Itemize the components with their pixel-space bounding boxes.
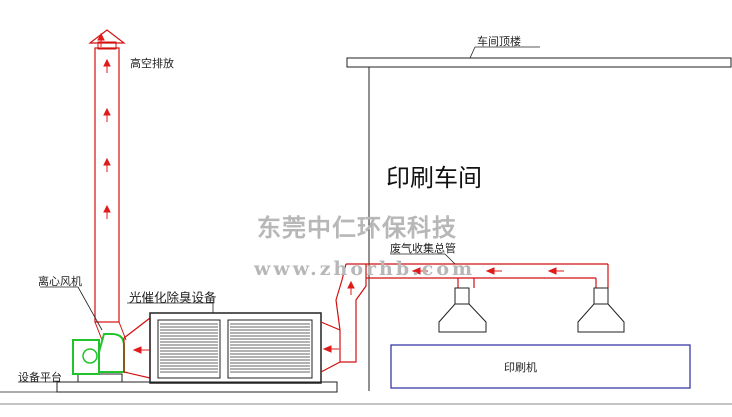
- stack-rain-cap: [88, 29, 126, 44]
- label-centrifugal-fan: 离心风机: [38, 275, 82, 288]
- printing-machine: [390, 344, 691, 389]
- unit-panel-left: [157, 319, 221, 379]
- flow-arrow: [411, 267, 428, 275]
- label-photocatalytic-equipment: 光催化除臭设备: [129, 290, 217, 305]
- stack-cap: [97, 41, 117, 50]
- roof-slab: [346, 57, 732, 68]
- unit-outlet-cone: [320, 321, 341, 373]
- fan-wheel: [82, 348, 98, 364]
- fan-base: [77, 373, 123, 383]
- flow-arrow: [103, 204, 111, 219]
- stack-to-fan: [94, 321, 103, 341]
- branch-pipe-1: [454, 287, 470, 305]
- roof-leader-tick: [469, 46, 476, 59]
- label-equipment-platform: 设备平台: [18, 371, 62, 384]
- collection-hood-1: [438, 303, 487, 333]
- label-printing-machine: 印刷机: [504, 361, 537, 374]
- label-printing-workshop: 印刷车间: [386, 164, 482, 192]
- unit-panel-right: [227, 319, 313, 379]
- flow-arrow: [547, 267, 564, 275]
- flow-arrow: [103, 107, 111, 122]
- riser-duct: [335, 263, 367, 363]
- photocatalytic-unit: [149, 312, 322, 384]
- unit-inlet-hood: [123, 316, 151, 379]
- flow-arrow: [132, 346, 149, 354]
- label-waste-gas-main-pipe: 废气收集总管: [390, 242, 456, 255]
- flow-arrow: [103, 58, 111, 73]
- collection-hood-2: [577, 303, 625, 333]
- pipe-label-leader-drop: [444, 253, 456, 265]
- branch-pipe-2: [593, 287, 609, 305]
- flow-arrows: [97, 32, 564, 354]
- fan-leader-diag: [77, 286, 103, 331]
- flow-arrow: [97, 32, 105, 47]
- fan-motor: [72, 339, 100, 375]
- flow-arrow: [347, 280, 355, 295]
- label-high-altitude-exhaust: 高空排放: [130, 57, 174, 70]
- flow-arrow: [485, 267, 502, 275]
- exhaust-stack: [94, 47, 120, 323]
- unit-louvers: [160, 323, 310, 373]
- watermark-url: www.zhorhb.com: [254, 258, 476, 280]
- flow-arrow: [322, 345, 339, 353]
- fan-housing: [98, 333, 125, 373]
- flow-arrow: [103, 157, 111, 172]
- label-workshop-roof: 车间顶楼: [477, 35, 521, 48]
- watermark-company: 东莞中仁环保科技: [257, 213, 457, 242]
